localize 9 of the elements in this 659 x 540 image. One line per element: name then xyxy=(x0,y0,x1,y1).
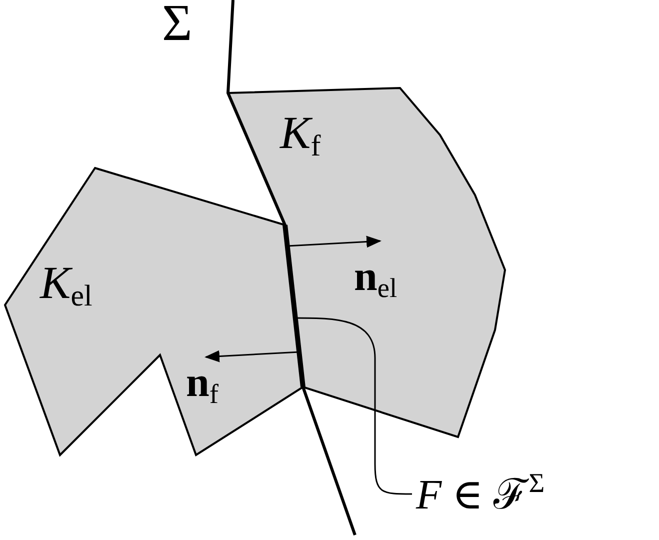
element-label: K$_{f}$ xyxy=(280,110,321,162)
face-label: F ∈ ℱ$^{Σ}$ xyxy=(416,470,545,516)
normal-label: n$_{f}$ xyxy=(186,362,218,408)
normal-arrow xyxy=(204,350,300,362)
element-label: K$_{el}$ xyxy=(40,260,92,312)
sigma-label: Σ xyxy=(162,0,192,50)
leader-line xyxy=(295,317,412,495)
normal-arrow xyxy=(287,236,382,248)
normal-label: n$_{el}$ xyxy=(354,256,398,302)
